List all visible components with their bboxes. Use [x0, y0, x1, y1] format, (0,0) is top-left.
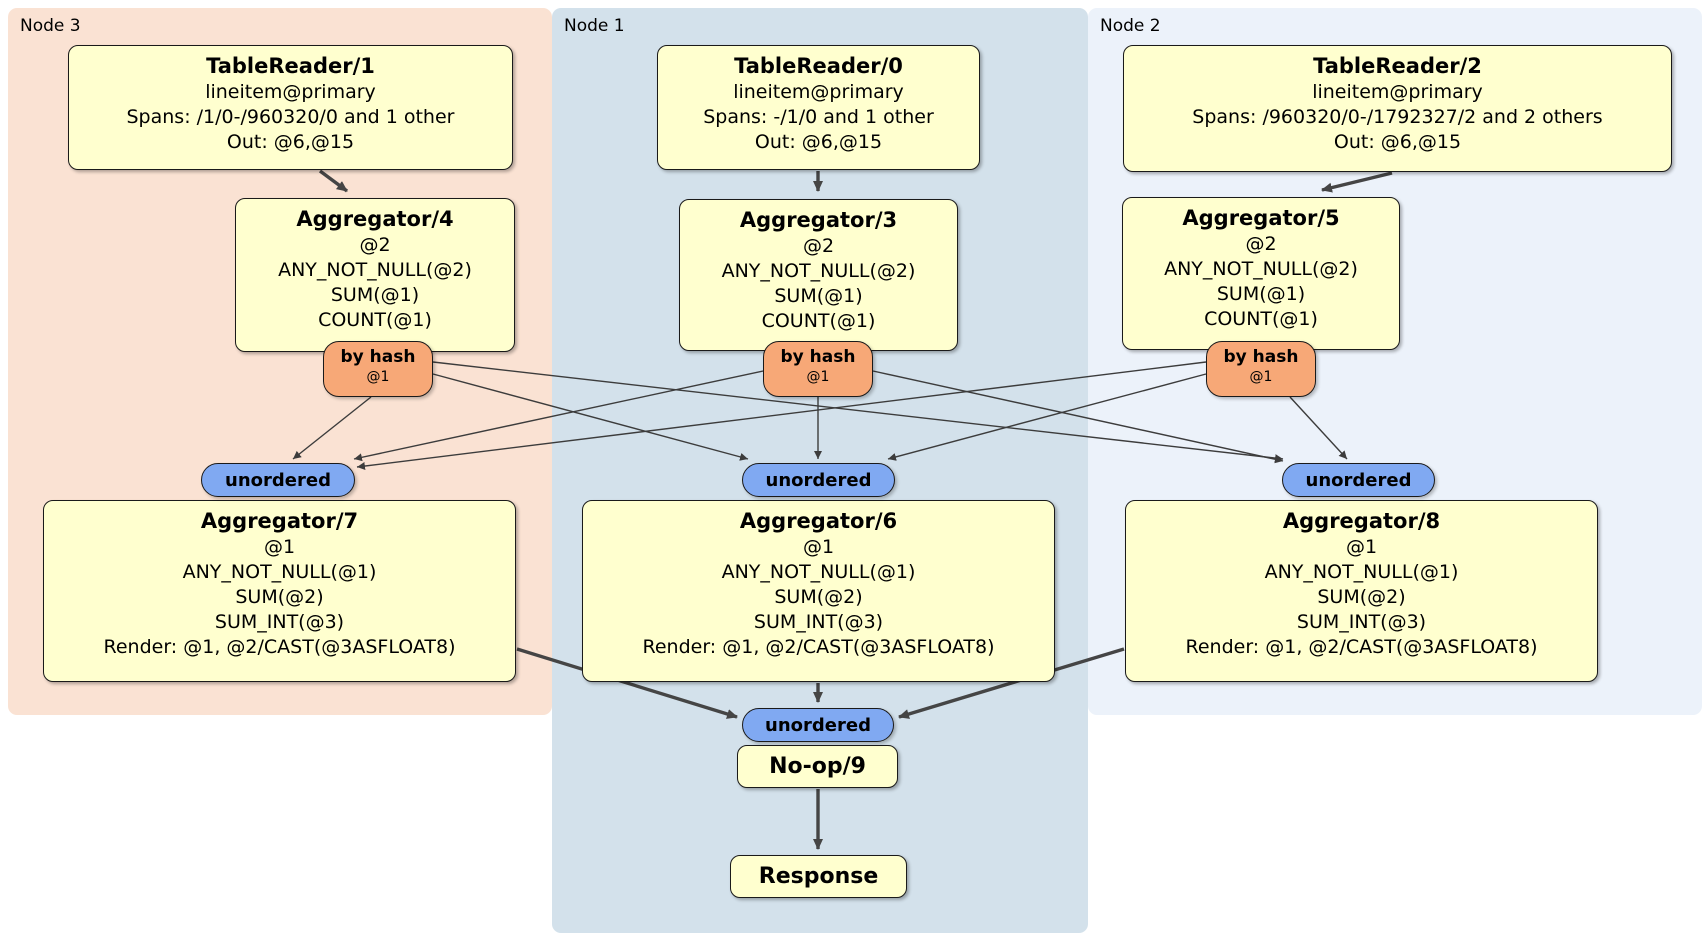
processor-agg-line: COUNT(@1)	[318, 309, 432, 331]
router-label: by hash	[780, 347, 856, 367]
processor-agg-line: SUM(@2)	[1317, 586, 1406, 608]
router-key: @1	[366, 369, 390, 385]
processor-aggregator-7: Aggregator/7 @1 ANY_NOT_NULL(@1) SUM(@2)…	[43, 500, 516, 682]
processor-agg-line: SUM(@2)	[774, 586, 863, 608]
processor-spans-line: Spans: /1/0-/960320/0 and 1 other	[126, 106, 455, 128]
processor-agg-line: ANY_NOT_NULL(@1)	[721, 561, 916, 583]
processor-title: TableReader/1	[206, 54, 375, 78]
stream-label: unordered	[765, 469, 872, 491]
processor-agg-line: SUM(@1)	[330, 284, 420, 306]
processor-out-line: Out: @6,@15	[754, 131, 883, 153]
stream-label: unordered	[1305, 469, 1412, 491]
processor-title: Aggregator/8	[1282, 509, 1441, 533]
processor-title: Response	[758, 863, 879, 889]
processor-title: Aggregator/4	[296, 207, 454, 231]
processor-tablereader-0: TableReader/0 lineitem@primary Spans: -/…	[657, 45, 980, 170]
processor-title: TableReader/2	[1313, 54, 1482, 78]
processor-title: Aggregator/5	[1182, 206, 1340, 230]
processor-title: No-op/9	[769, 753, 866, 779]
processor-render-line: Render: @1, @2/CAST(@3ASFLOAT8)	[1185, 636, 1538, 658]
processor-agg-line: SUM(@1)	[1216, 283, 1306, 305]
processor-group-line: @1	[802, 536, 835, 558]
router-key: @1	[1249, 369, 1273, 385]
processor-aggregator-5: Aggregator/5 @2 ANY_NOT_NULL(@2) SUM(@1)…	[1122, 197, 1400, 350]
stream-unordered-2: unordered	[742, 463, 895, 497]
processor-aggregator-4: Aggregator/4 @2 ANY_NOT_NULL(@2) SUM(@1)…	[235, 198, 515, 352]
processor-index-line: lineitem@primary	[1312, 81, 1483, 103]
processor-render-line: Render: @1, @2/CAST(@3ASFLOAT8)	[642, 636, 995, 658]
processor-group-line: @2	[359, 234, 391, 256]
stream-label: unordered	[765, 714, 871, 736]
processor-group-line: @2	[1245, 233, 1277, 255]
processor-agg-line: ANY_NOT_NULL(@1)	[1264, 561, 1459, 583]
processor-title: TableReader/0	[734, 54, 903, 78]
processor-aggregator-8: Aggregator/8 @1 ANY_NOT_NULL(@1) SUM(@2)…	[1125, 500, 1598, 682]
processor-agg-line: SUM(@2)	[235, 586, 324, 608]
router-label: by hash	[1223, 347, 1299, 367]
processor-out-line: Out: @6,@15	[226, 131, 355, 153]
processor-title: Aggregator/7	[200, 509, 359, 533]
processor-render-line: Render: @1, @2/CAST(@3ASFLOAT8)	[103, 636, 456, 658]
stream-unordered-3: unordered	[1282, 463, 1435, 497]
processor-group-line: @1	[1345, 536, 1378, 558]
stream-label: unordered	[225, 469, 331, 491]
region-label-node-2: Node 2	[1100, 16, 1161, 36]
processor-response: Response	[730, 855, 907, 898]
processor-agg-line: SUM_INT(@3)	[1296, 611, 1427, 633]
processor-agg-line: SUM_INT(@3)	[753, 611, 884, 633]
hash-router-3: by hash @1	[1206, 341, 1316, 397]
region-label-node-3: Node 3	[20, 16, 81, 36]
processor-aggregator-6: Aggregator/6 @1 ANY_NOT_NULL(@1) SUM(@2)…	[582, 500, 1055, 682]
processor-agg-line: COUNT(@1)	[1204, 308, 1318, 330]
stream-unordered-1: unordered	[201, 463, 355, 497]
processor-agg-line: SUM_INT(@3)	[214, 611, 345, 633]
processor-tablereader-1: TableReader/1 lineitem@primary Spans: /1…	[68, 45, 513, 170]
processor-noop-9: No-op/9	[737, 745, 898, 788]
processor-group-line: @2	[802, 235, 835, 257]
processor-agg-line: SUM(@1)	[774, 285, 863, 307]
processor-title: Aggregator/6	[739, 509, 898, 533]
processor-agg-line: ANY_NOT_NULL(@2)	[278, 259, 472, 281]
router-key: @1	[806, 369, 830, 385]
processor-tablereader-2: TableReader/2 lineitem@primary Spans: /9…	[1123, 45, 1672, 172]
processor-index-line: lineitem@primary	[733, 81, 904, 103]
processor-agg-line: ANY_NOT_NULL(@1)	[182, 561, 377, 583]
processor-aggregator-3: Aggregator/3 @2 ANY_NOT_NULL(@2) SUM(@1)…	[679, 199, 958, 351]
processor-index-line: lineitem@primary	[205, 81, 376, 103]
processor-group-line: @1	[263, 536, 296, 558]
processor-agg-line: ANY_NOT_NULL(@2)	[1164, 258, 1358, 280]
stream-unordered-4: unordered	[742, 708, 894, 742]
hash-router-2: by hash @1	[763, 341, 873, 397]
processor-title: Aggregator/3	[739, 208, 898, 232]
processor-agg-line: ANY_NOT_NULL(@2)	[721, 260, 916, 282]
region-label-node-1: Node 1	[564, 16, 625, 36]
processor-out-line: Out: @6,@15	[1333, 131, 1462, 153]
processor-agg-line: COUNT(@1)	[761, 310, 876, 332]
processor-spans-line: Spans: -/1/0 and 1 other	[703, 106, 934, 128]
hash-router-1: by hash @1	[323, 341, 433, 397]
router-label: by hash	[340, 347, 416, 367]
processor-spans-line: Spans: /960320/0-/1792327/2 and 2 others	[1192, 106, 1603, 128]
